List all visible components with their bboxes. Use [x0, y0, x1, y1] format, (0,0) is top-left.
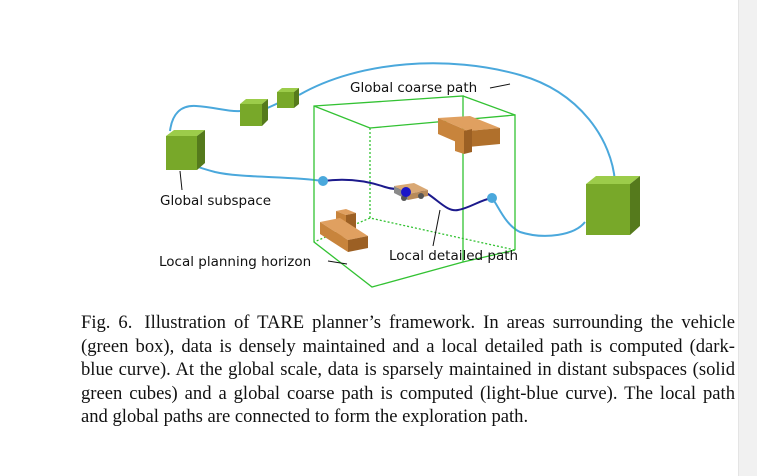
- obstacle-lower-left: [320, 209, 368, 252]
- leader-local-detailed-path: [432, 209, 441, 247]
- leader-global-coarse-path: [489, 83, 511, 89]
- vertical-scrollbar[interactable]: [738, 0, 757, 476]
- scrollbar-thumb[interactable]: [743, 4, 753, 472]
- leader-local-planning-horizon: [327, 260, 348, 265]
- caption-figure-number: Fig. 6.: [81, 312, 133, 333]
- leader-global-subspace: [179, 170, 183, 191]
- label-global-subspace: Global subspace: [160, 193, 271, 209]
- global-subspace-cube-tiny: [277, 88, 299, 108]
- caption-text: Illustration of TARE planner’s framework…: [81, 312, 736, 428]
- path-junction-left: [318, 176, 328, 186]
- vehicle: [394, 183, 428, 201]
- tare-framework-illustration: Global coarse path Global subspace Local…: [159, 62, 640, 288]
- label-local-detailed-path: Local detailed path: [389, 248, 518, 264]
- obstacle-t-upper: [438, 116, 500, 154]
- path-junction-right: [487, 193, 497, 203]
- global-subspace-cube-small: [240, 99, 268, 126]
- global-coarse-path-curve: [169, 62, 616, 237]
- global-subspace-cube-right: [586, 176, 640, 235]
- global-subspace-cube-left: [166, 130, 205, 170]
- label-local-planning-horizon: Local planning horizon: [159, 254, 311, 270]
- figure-caption: Fig. 6.Illustration of TARE planner’s fr…: [81, 311, 735, 429]
- label-global-coarse-path: Global coarse path: [350, 80, 477, 96]
- local-planning-horizon-box: [313, 95, 516, 288]
